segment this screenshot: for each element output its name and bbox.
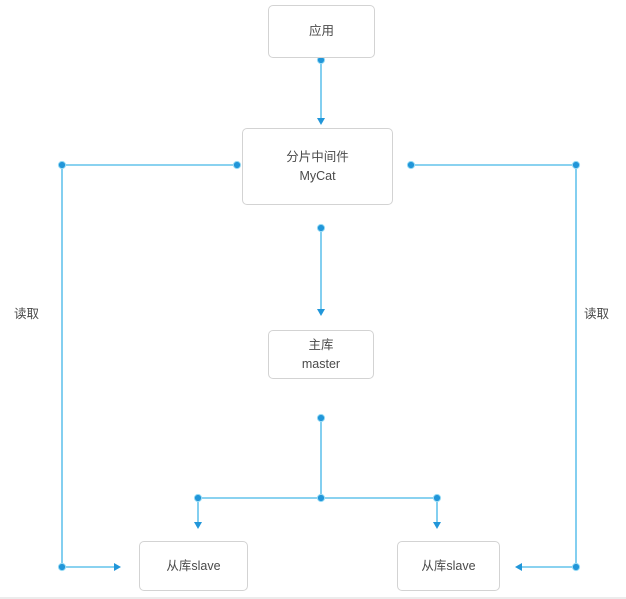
edge-master-to-slaves bbox=[193, 413, 442, 529]
node-slave-left-label: 从库slave bbox=[166, 558, 221, 573]
node-application: 应用 bbox=[268, 5, 375, 58]
edge-read-right bbox=[406, 160, 581, 572]
node-slave-db-left: 从库slave bbox=[139, 541, 248, 591]
node-mycat-middleware: 分片中间件 MyCat bbox=[242, 128, 393, 205]
node-slave-right-label: 从库slave bbox=[421, 558, 476, 573]
edge-read-left bbox=[57, 160, 242, 572]
edge-label-read-right: 读取 bbox=[584, 307, 610, 321]
node-master-db: 主库 master bbox=[268, 330, 374, 379]
node-mycat-label-line2: MyCat bbox=[299, 168, 336, 183]
node-slave-db-right: 从库slave bbox=[397, 541, 500, 591]
node-application-label: 应用 bbox=[308, 24, 334, 38]
edge-mycat-to-master bbox=[316, 223, 326, 316]
node-mycat-label-line1: 分片中间件 bbox=[286, 149, 349, 164]
edge-label-read-left: 读取 bbox=[14, 307, 40, 321]
node-master-label-line2: master bbox=[301, 356, 341, 371]
edge-app-to-mycat bbox=[316, 55, 326, 125]
node-master-label-line1: 主库 bbox=[308, 337, 334, 352]
